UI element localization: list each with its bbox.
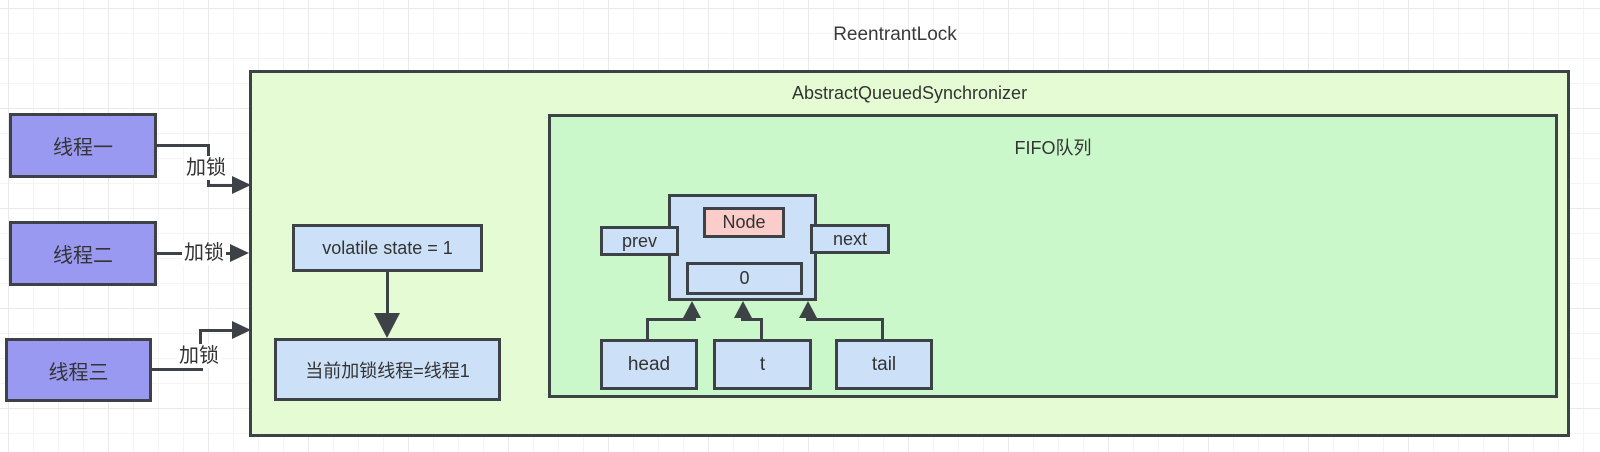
head-connector-v	[646, 318, 649, 339]
thread-2-box: 线程二	[9, 221, 157, 286]
connector-thread3-segment-h2	[199, 329, 234, 332]
t-connector-v	[760, 318, 763, 339]
current-owner-box: 当前加锁线程=线程1	[274, 338, 501, 401]
tail-connector-v	[881, 318, 884, 339]
thread-1-box: 线程一	[9, 113, 157, 178]
tail-arrowhead-icon	[799, 301, 817, 318]
connector-thread1-arrowhead-icon	[232, 176, 251, 194]
tail-pointer-box: tail	[835, 339, 933, 390]
node-value-box: 0	[686, 262, 803, 295]
head-pointer-box: head	[600, 339, 698, 390]
current-owner-label: 当前加锁线程=线程1	[305, 360, 470, 381]
state-to-owner-arrowhead-icon	[374, 313, 400, 338]
aqs-label: AbstractQueuedSynchronizer	[791, 83, 1028, 103]
thread-1-label: 线程一	[53, 137, 113, 159]
volatile-state-box: volatile state = 1	[292, 224, 483, 272]
diagram-title: ReentrantLock	[833, 24, 957, 45]
thread-2-label: 线程二	[53, 245, 113, 267]
thread-3-lock-label: 加锁	[177, 344, 221, 368]
thread-2-lock-label: 加锁	[182, 241, 226, 265]
thread-3-box: 线程三	[5, 338, 152, 402]
thread-3-label: 线程三	[48, 361, 109, 384]
node-next-box: next	[810, 224, 890, 254]
state-to-owner-line	[386, 271, 389, 317]
head-connector-h	[646, 318, 696, 321]
thread-1-lock-label: 加锁	[184, 156, 228, 180]
head-arrowhead-icon	[683, 301, 701, 318]
t-connector-h	[741, 318, 763, 321]
t-arrowhead-icon	[734, 301, 752, 318]
connector-thread2-arrowhead-icon	[230, 244, 249, 262]
connector-thread1-segment-h1	[157, 144, 210, 147]
tail-connector-h	[806, 318, 884, 321]
connector-thread3-arrowhead-icon	[232, 321, 251, 339]
connector-thread1-segment-h2	[207, 184, 234, 187]
t-pointer-box: t	[713, 339, 812, 390]
fifo-queue-label: FIFO队列	[1014, 138, 1092, 158]
node-title-box: Node	[703, 207, 785, 238]
connector-thread3-segment-h1	[150, 368, 203, 371]
volatile-state-label: volatile state = 1	[322, 237, 453, 258]
node-prev-box: prev	[600, 226, 679, 256]
